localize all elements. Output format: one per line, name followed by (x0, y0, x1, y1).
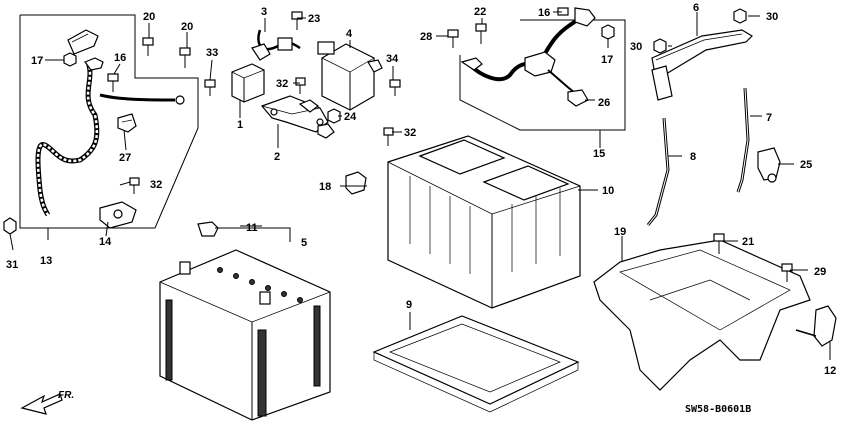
callout-2: 2 (274, 151, 280, 163)
callout-3: 3 (261, 6, 267, 18)
callout-7: 7 (766, 112, 772, 124)
bolt-28 (447, 29, 459, 48)
callout-32: 32 (404, 127, 416, 139)
callout-11: 11 (246, 222, 258, 234)
rod-clip-25 (757, 147, 781, 183)
callout-17: 17 (601, 54, 613, 66)
sub-harness-3 (251, 29, 301, 61)
nut-17-left (63, 52, 77, 67)
cable-clip-27 (117, 113, 137, 133)
battery-box-10 (387, 135, 581, 309)
callout-10: 10 (602, 185, 614, 197)
callout-5: 5 (301, 237, 307, 249)
callout-16: 16 (114, 52, 126, 64)
positive-battery-cable (460, 7, 596, 107)
bolt-23 (291, 11, 303, 30)
callout-9: 9 (406, 299, 412, 311)
nut-24 (327, 108, 341, 124)
terminal-clamp-14 (99, 201, 137, 229)
callout-20: 20 (181, 21, 193, 33)
callout-27: 27 (119, 152, 131, 164)
callout-13: 13 (40, 255, 52, 267)
fuse-box-1 (231, 63, 265, 103)
cap-11 (197, 221, 219, 237)
callout-20: 20 (143, 11, 155, 23)
callout-33: 33 (206, 47, 218, 59)
callout-30: 30 (766, 11, 778, 23)
callout-19: 19 (614, 226, 626, 238)
callout-labels: 20 20 17 16 33 27 32 14 13 31 1 2 3 23 4… (6, 2, 836, 377)
bolt-29 (781, 263, 793, 282)
callout-28: 28 (420, 31, 432, 43)
callout-18: 18 (319, 181, 331, 193)
front-arrow-icon (20, 393, 63, 415)
bolt-32-mid (295, 77, 306, 94)
bracket-2 (260, 95, 335, 139)
callout-32: 32 (276, 78, 288, 90)
callout-16: 16 (538, 7, 550, 19)
battery-tray-lower-19 (593, 239, 811, 391)
callout-4: 4 (346, 28, 353, 40)
battery-hold-down-6 (651, 29, 753, 101)
callout-25: 25 (800, 159, 812, 171)
leader-lines (9, 11, 831, 360)
front-direction-label: FR. (58, 390, 74, 401)
callout-24: 24 (344, 111, 357, 123)
nut-31 (3, 217, 17, 235)
callout-30: 30 (630, 41, 642, 53)
callout-8: 8 (690, 151, 696, 163)
nut-30-top (733, 8, 747, 24)
callout-21: 21 (742, 236, 754, 248)
callout-6: 6 (693, 2, 699, 14)
callout-12: 12 (824, 365, 836, 377)
hold-down-rod-7 (736, 87, 750, 193)
callout-29: 29 (814, 266, 826, 278)
callout-1: 1 (237, 119, 243, 131)
bolt-20-right (179, 47, 191, 68)
cable-group-frame (19, 14, 199, 229)
bolt-21 (713, 233, 725, 254)
battery-tray-9 (372, 315, 580, 413)
battery-5 (159, 249, 331, 421)
bolt-32-left (129, 177, 140, 194)
bolt-33 (204, 79, 216, 96)
callout-23: 23 (308, 13, 320, 25)
bolt-34 (389, 79, 401, 96)
callout-26: 26 (598, 97, 610, 109)
connector-18 (345, 171, 367, 195)
diagram-code: SW58-B0601B (685, 404, 751, 415)
bracket-12 (795, 305, 837, 347)
hold-down-rod-8 (646, 117, 670, 226)
nut-30-left (653, 38, 667, 54)
callout-22: 22 (474, 6, 486, 18)
callout-32: 32 (150, 179, 162, 191)
callout-31: 31 (6, 259, 18, 271)
cable-group-frame-right (459, 19, 626, 131)
callout-17: 17 (31, 55, 43, 67)
negative-battery-cable (35, 29, 185, 217)
callout-14: 14 (99, 236, 112, 248)
control-module-4 (317, 41, 383, 111)
bolt-20-left (142, 37, 154, 56)
callout-15: 15 (593, 148, 605, 160)
bolt-32-right (383, 127, 394, 146)
bolt-22 (475, 23, 487, 44)
callout-34: 34 (386, 53, 399, 65)
bolt-16-left (107, 73, 119, 92)
nut-17-right (601, 24, 615, 40)
